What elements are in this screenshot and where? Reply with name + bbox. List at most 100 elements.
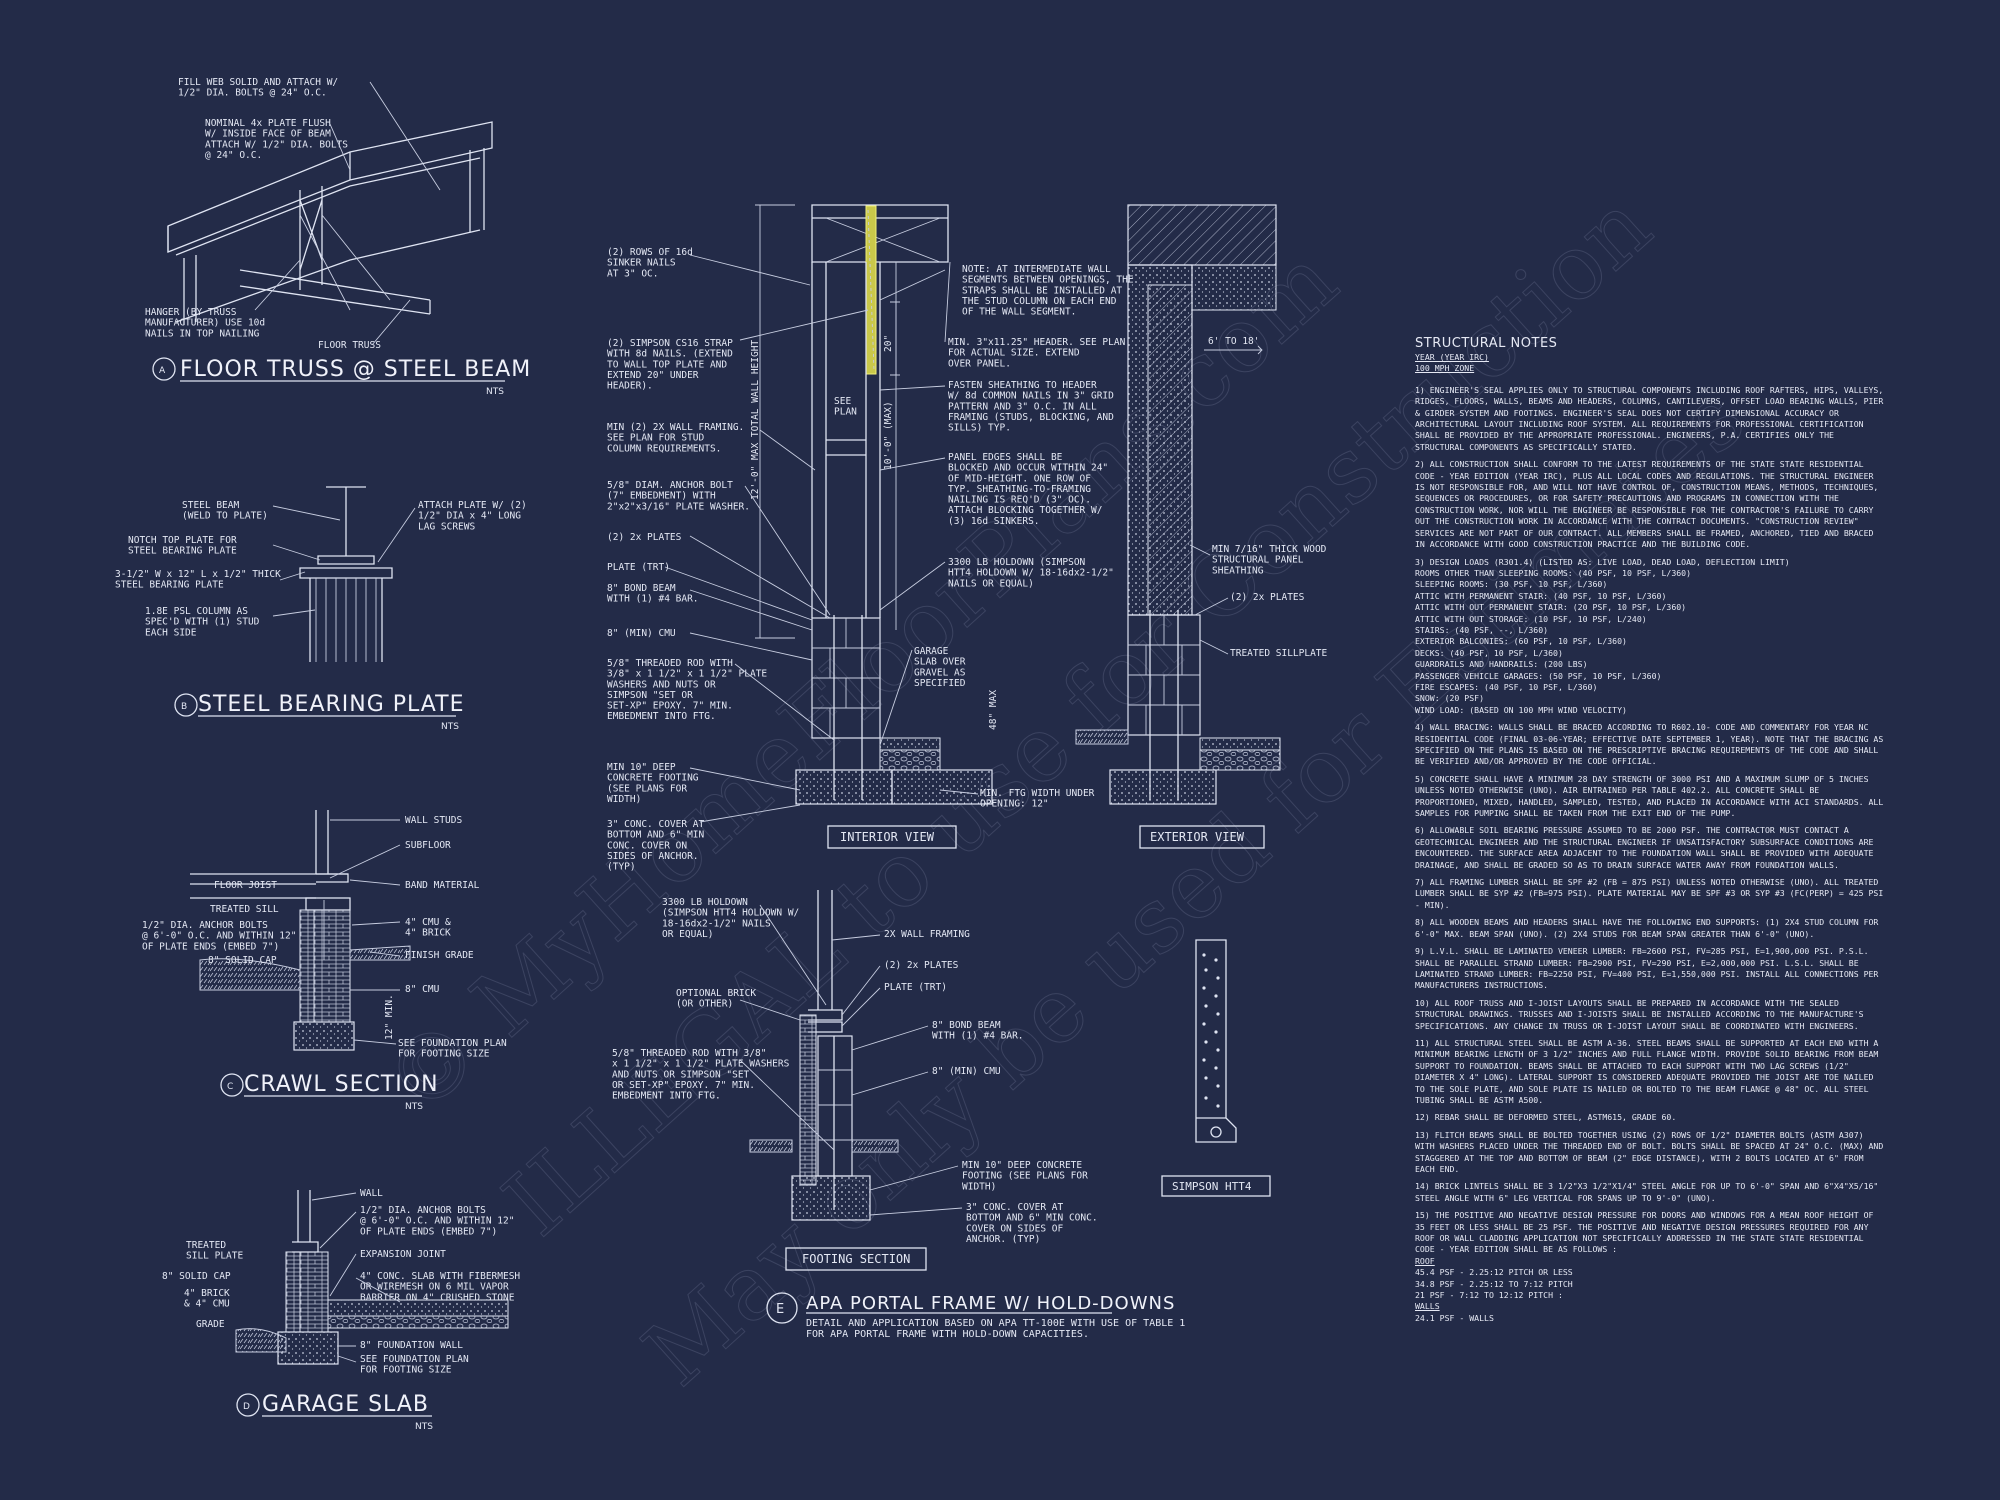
detail-c-label-floor-joist: FLOOR JOIST: [214, 880, 277, 891]
detail-d-label-foundation-wall: 8" FOUNDATION WALL: [360, 1340, 463, 1351]
footing-label-plate-trt: PLATE (TRT): [884, 982, 947, 993]
detail-e-dim-12: 12'-0" MAX TOTAL WALL HEIGHT: [750, 340, 761, 500]
notes-item-14: 14) BRICK LINTELS SHALL BE 3 1/2"x3 1/2"…: [1415, 1181, 1879, 1203]
detail-d-label-anchor-bolts: 1/2" DIA. ANCHOR BOLTS@ 6'-0" O.C. AND W…: [360, 1205, 514, 1237]
footing-label-framing: 2X WALL FRAMING: [884, 929, 970, 940]
notes-walls-heading: WALLS: [1415, 1301, 1440, 1312]
footing-section-label: FOOTING SECTION: [802, 1252, 910, 1266]
detail-a-label-fill-web: FILL WEB SOLID AND ATTACH W/1/2" DIA. BO…: [178, 77, 338, 99]
detail-c-label-min12: 12" MIN.: [384, 994, 395, 1040]
detail-c-label-treated-sill: TREATED SILL: [210, 904, 279, 915]
detail-a-title: FLOOR TRUSS @ STEEL BEAM: [180, 357, 531, 382]
notes-item-9: 9) L.V.L. SHALL BE LAMINATED VENEER LUMB…: [1415, 946, 1879, 991]
notes-item-7: 7) ALL FRAMING LUMBER SHALL BE SPF #2 (F…: [1415, 877, 1884, 910]
notes-item-1: 1) ENGINEER'S SEAL APPLIES ONLY TO STRUC…: [1415, 384, 1884, 452]
detail-c-label-cmu8: 8" CMU: [405, 984, 440, 995]
detail-c-label-band-material: BAND MATERIAL: [405, 880, 480, 891]
detail-d-garage-slab: WALL 1/2" DIA. ANCHOR BOLTS@ 6'-0" O.C. …: [162, 1188, 520, 1432]
detail-a-letter: A: [159, 366, 166, 376]
detail-e-label-cmu: 8" (MIN) CMU: [607, 628, 676, 639]
detail-c-label-subfloor: SUBFLOOR: [405, 840, 451, 851]
detail-d-label-grade: GRADE: [196, 1319, 225, 1330]
detail-e-label-anchor: 5/8" DIAM. ANCHOR BOLT(7" EMBEDMENT) WIT…: [607, 480, 750, 512]
detail-a-scale: NTS: [486, 387, 504, 397]
detail-d-label-expansion-joint: EXPANSION JOINT: [360, 1249, 446, 1260]
notes-item-3: 3) DESIGN LOADS (R301.4) (LISTED AS: LIV…: [1415, 556, 1790, 715]
detail-d-letter: D: [243, 1402, 250, 1412]
notes-roof-item-2: 34.8 PSF - 2.25:12 TO 7:12 PITCH: [1415, 1278, 1573, 1289]
detail-e-label-treated-sill: TREATED SILLPLATE: [1230, 648, 1328, 659]
detail-c-scale: NTS: [405, 1102, 423, 1112]
footing-label-plates: (2) 2x PLATES: [884, 960, 959, 971]
detail-b-scale: NTS: [441, 722, 459, 732]
detail-e-subtitle: DETAIL AND APPLICATION BASED ON APA TT-1…: [806, 1318, 1185, 1340]
exterior-view-label-box: [1139, 825, 1265, 849]
notes-roof-item-1: 45.4 PSF - 2.25:12 PITCH OR LESS: [1415, 1267, 1573, 1278]
notes-roof-heading: ROOF: [1415, 1255, 1435, 1266]
notes-item-13: 13) FLITCH BEAMS SHALL BE BOLTED TOGETHE…: [1415, 1129, 1884, 1174]
detail-e-label-range: 6' TO 18': [1208, 336, 1259, 347]
detail-a-floor-truss: FILL WEB SOLID AND ATTACH W/1/2" DIA. BO…: [145, 77, 531, 397]
notes-item-5: 5) CONCRETE SHALL HAVE A MINIMUM 28 DAY …: [1415, 773, 1884, 819]
detail-b-label-steel-beam: STEEL BEAM(WELD TO PLATE): [182, 500, 268, 522]
detail-b-steel-bearing-plate: STEEL BEAM(WELD TO PLATE) NOTCH TOP PLAT…: [115, 486, 527, 732]
notes-item-6: 6) ALLOWABLE SOIL BEARING PRESSURE ASSUM…: [1415, 825, 1874, 870]
footing-label-optional-brick: OPTIONAL BRICK(OR OTHER): [676, 988, 756, 1010]
footing-label-threaded-rod: 5/8" THREADED ROD WITH 3/8"x 1 1/2" x 1 …: [612, 1048, 790, 1102]
detail-b-title: STEEL BEARING PLATE: [198, 692, 464, 717]
detail-e-interior-view: 12'-0" MAX TOTAL WALL HEIGHT 10'-0" (MAX…: [607, 204, 1134, 873]
detail-e-title-block: E APA PORTAL FRAME W/ HOLD-DOWNS DETAIL …: [766, 1292, 1185, 1340]
detail-e-dim-48: 48" MAX: [988, 690, 999, 730]
detail-c-label-anchor-bolts: 1/2" DIA. ANCHOR BOLTS@ 6'-0" O.C. AND W…: [142, 920, 296, 952]
notes-item-15: 15) THE POSITIVE AND NEGATIVE DESIGN PRE…: [1415, 1210, 1874, 1255]
detail-e-dim-20: 20": [883, 335, 894, 352]
detail-c-letter: C: [227, 1082, 233, 1092]
notes-item-4: 4) WALL BRACING: WALLS SHALL BE BRACED A…: [1415, 722, 1884, 767]
notes-year: YEAR (YEAR IRC): [1415, 352, 1489, 362]
detail-d-title: GARAGE SLAB: [262, 1392, 429, 1417]
notes-title: STRUCTURAL NOTES: [1415, 336, 1558, 351]
detail-c-label-finish-grade: FINISH GRADE: [405, 950, 474, 961]
simpson-label: SIMPSON HTT4: [1172, 1180, 1252, 1193]
detail-e-footing-section: 3300 LB HOLDOWN(SIMPSON HTT4 HOLDOWN W/1…: [612, 890, 1098, 1271]
footing-label-cmu: 8" (MIN) CMU: [932, 1066, 1001, 1077]
notes-item-10: 10) ALL ROOF TRUSS AND I-JOIST LAYOUTS S…: [1415, 997, 1864, 1031]
notes-item-8: 8) ALL WOODEN BEAMS AND HEADERS SHALL HA…: [1415, 917, 1879, 939]
detail-d-label-wall: WALL: [360, 1188, 383, 1199]
interior-view-label-box: [827, 825, 957, 849]
detail-e-title: APA PORTAL FRAME W/ HOLD-DOWNS: [806, 1293, 1175, 1314]
detail-e-letter: E: [776, 1302, 784, 1317]
detail-c-label-cmu-brick: 4" CMU &4" BRICK: [405, 917, 451, 939]
notes-item-2: 2) ALL CONSTRUCTION SHALL CONFORM TO THE…: [1415, 459, 1879, 550]
exterior-view-label: EXTERIOR VIEW: [1150, 830, 1245, 844]
footing-label-holdown: 3300 LB HOLDOWN(SIMPSON HTT4 HOLDOWN W/1…: [662, 897, 799, 940]
detail-a-label-floor-truss: FLOOR TRUSS: [318, 340, 381, 351]
footing-section-label-box: [785, 1247, 927, 1271]
